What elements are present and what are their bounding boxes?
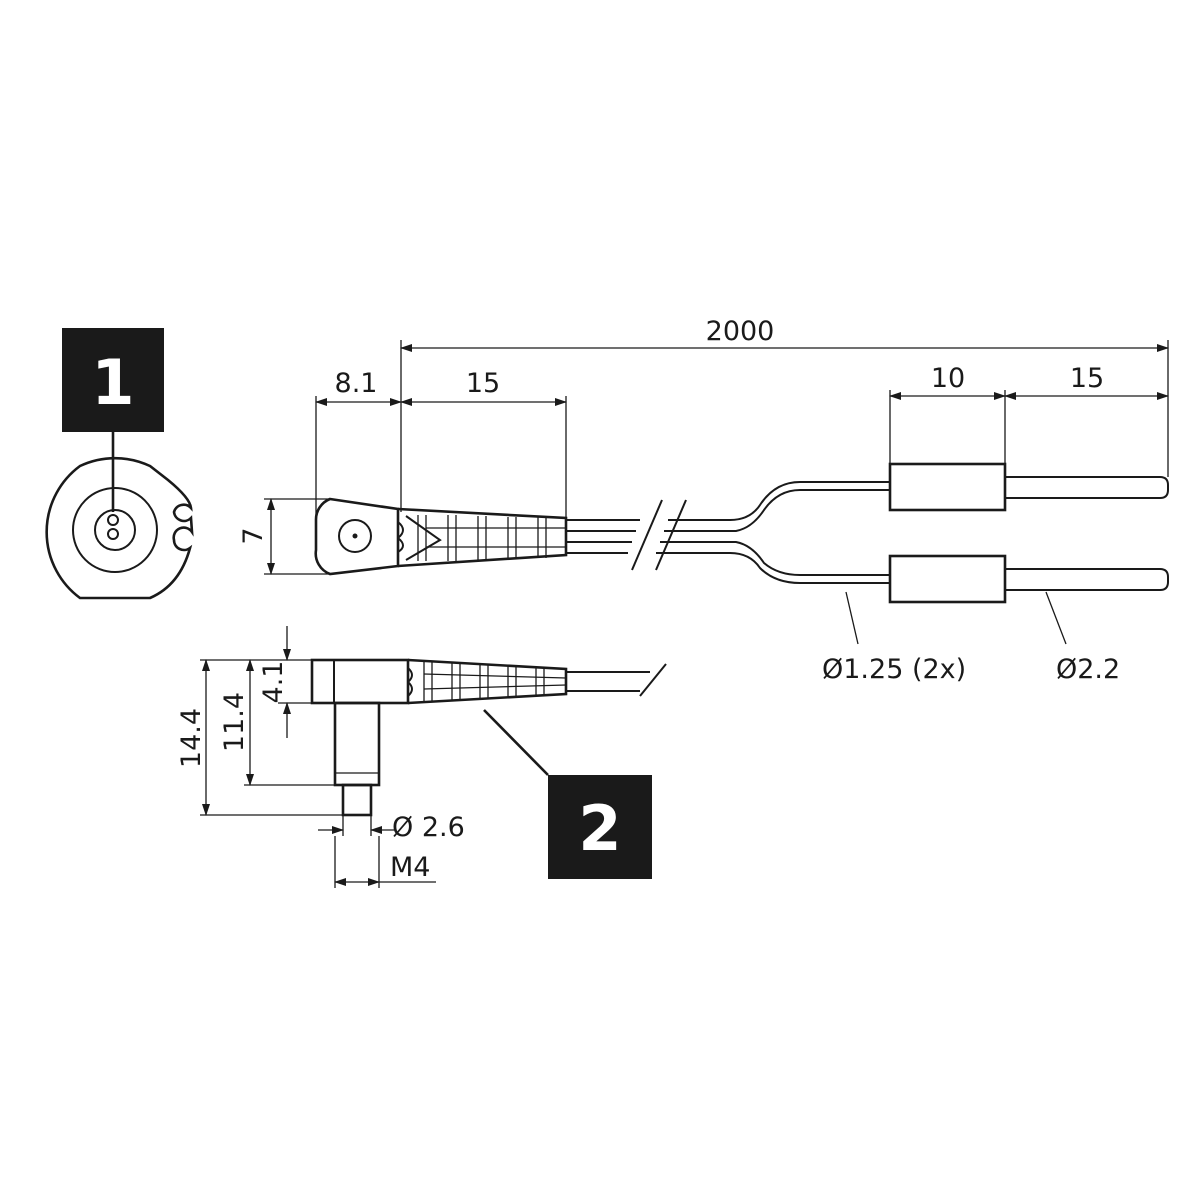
head-lens [338,519,372,553]
head-lens-center [352,533,358,539]
callout-2-number: 2 [578,792,621,865]
sleeve-lower [888,554,1007,604]
side-boot-outline [407,658,568,705]
boot-notch [397,521,404,553]
dim-total-length: 2000 [706,316,775,347]
tip-upper [1005,476,1169,499]
boot-ribs [417,515,566,561]
fiber-lower-line-inner [566,541,890,576]
callout-2-box [548,775,652,879]
fiber-upper-line-inner [566,489,890,532]
top-view-dimensions: 2000 8.1 15 10 15 7 Ø1.25 (2x) Ø2.2 [238,316,1169,685]
dim-side-height: 4.1 [258,661,289,704]
side-cable [566,671,650,692]
side-pin [341,783,373,817]
side-boot-ribs [423,661,567,702]
side-view-detail-callout: 2 [483,709,652,879]
dim-side-body: 11.4 [219,692,250,752]
side-head-body [310,658,410,705]
dim-pin-diameter: Ø 2.6 [392,812,465,843]
front-view-detail: 1 [45,328,194,600]
fiber-hole-bottom [107,528,119,540]
break-mark-left [631,499,663,571]
break-mark-right [655,499,687,571]
front-view-outline [45,456,194,600]
callout-1-box [62,328,164,432]
fiber-hole-top [107,514,119,526]
side-boot-notch [407,667,413,697]
dim-sleeve-diameter: Ø2.2 [1056,654,1120,685]
leader-sleeve-diameter [1045,591,1067,645]
sleeve-upper [888,462,1007,512]
boot-outline [397,507,568,568]
callout-2-leader [483,709,549,776]
dim-tip-length: 15 [1070,363,1104,394]
dim-head-height: 7 [238,527,269,544]
dim-sleeve-length: 10 [931,363,965,394]
fiber-lower-line-outer [566,552,890,584]
dim-fiber-diameter: Ø1.25 (2x) [822,654,966,685]
dim-boot-length: 15 [466,368,500,399]
leader-fiber-diameter [845,591,859,645]
callout-1-number: 1 [91,346,134,419]
tip-lower [1005,568,1169,591]
side-view [310,658,667,817]
dim-side-total: 14.4 [176,708,207,768]
dim-head-length: 8.1 [335,368,378,399]
dim-thread: M4 [390,852,430,883]
top-view [314,462,1169,604]
boot-taper [405,515,442,561]
side-view-dimensions: 4.1 11.4 14.4 Ø 2.6 M4 [176,626,465,888]
fiber-upper-line-outer [566,481,890,521]
lens-inner-ring [94,509,136,551]
lens-outer-ring [72,487,158,573]
side-break-mark [639,663,667,697]
